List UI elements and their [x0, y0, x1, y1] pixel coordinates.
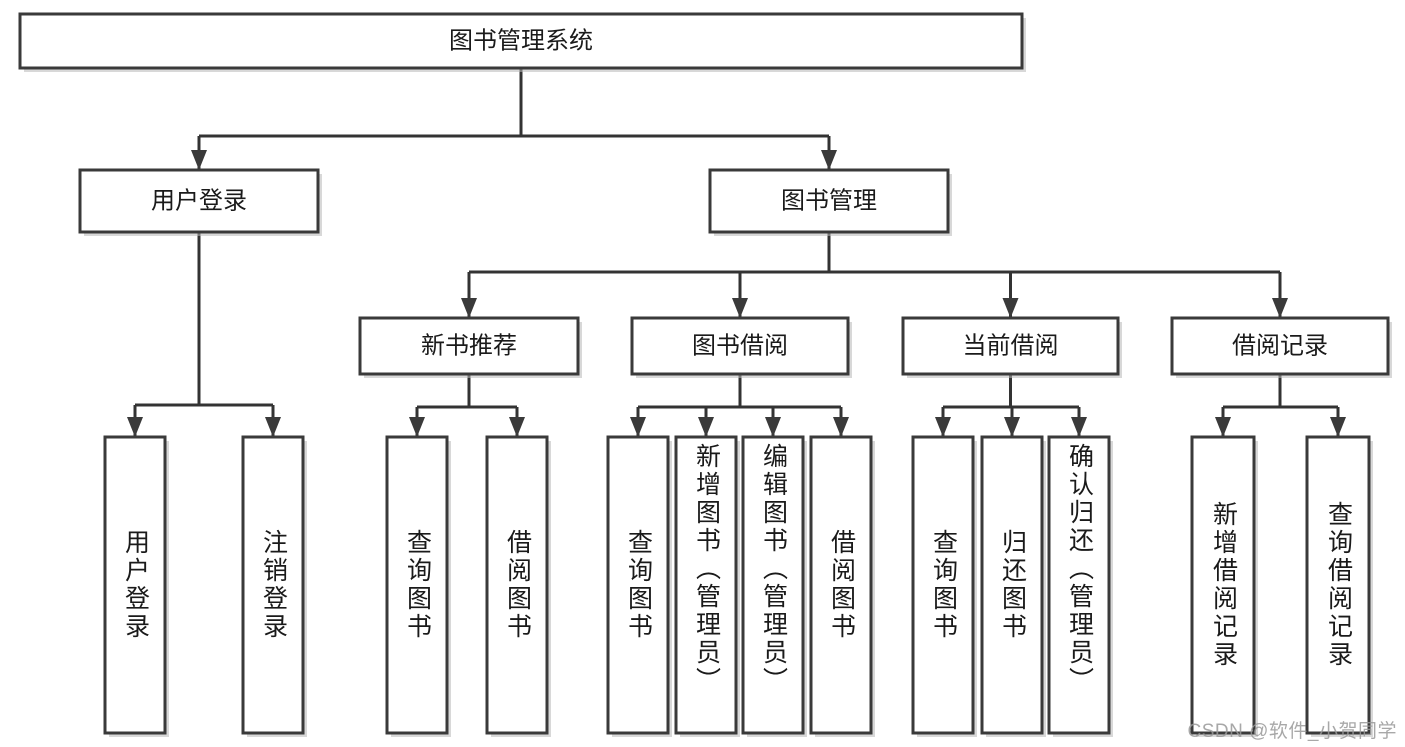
node-box-leaf-borrow-book-2[interactable] [809, 435, 873, 735]
arrow-head-icon [1004, 417, 1020, 437]
arrow-head-icon [698, 417, 714, 437]
node-box-leaf-query-book-3[interactable] [911, 435, 975, 735]
arrow-head-icon [1215, 417, 1231, 437]
node-box-leaf-user-login[interactable] [103, 435, 167, 735]
node-box-root[interactable] [18, 12, 1024, 70]
node-box-leaf-query-record[interactable] [1305, 435, 1371, 735]
node-box-leaf-user-logout[interactable] [241, 435, 305, 735]
node-label-new-book-rec: 新书推荐 [421, 332, 517, 359]
node-box-leaf-borrow-book-1[interactable] [485, 435, 549, 735]
node-box-leaf-return-book[interactable] [980, 435, 1044, 735]
node-label-book-borrow: 图书借阅 [692, 332, 788, 359]
arrow-head-icon [1071, 417, 1087, 437]
node-box-new-book-rec[interactable] [358, 316, 580, 376]
arrow-head-icon [409, 417, 425, 437]
node-label-borrow-record: 借阅记录 [1232, 332, 1328, 359]
node-box-leaf-confirm-return[interactable] [1047, 435, 1111, 735]
arrow-head-icon [1002, 298, 1019, 318]
arrow-head-icon [833, 417, 849, 437]
node-box-leaf-add-record[interactable] [1190, 435, 1256, 735]
node-box-borrow-record[interactable] [1170, 316, 1390, 376]
arrow-head-icon [1330, 417, 1346, 437]
arrow-head-icon [821, 150, 837, 170]
arrow-head-icon [732, 298, 748, 318]
node-box-current-borrow[interactable] [901, 316, 1120, 376]
node-label-book-manage: 图书管理 [781, 187, 877, 214]
arrow-head-icon [461, 298, 477, 318]
watermark-text: CSDN @软件_小贺同学 [1187, 721, 1397, 742]
node-label-root: 图书管理系统 [449, 27, 593, 54]
node-label-user-login: 用户登录 [151, 187, 247, 214]
connectors-layer [127, 68, 1346, 437]
arrow-head-icon [509, 417, 525, 437]
arrow-head-icon [127, 417, 143, 437]
arrow-head-icon [630, 417, 646, 437]
arrow-head-icon [765, 417, 781, 437]
node-box-book-borrow[interactable] [630, 316, 850, 376]
arrow-head-icon [1272, 298, 1288, 318]
arrow-head-icon [265, 417, 281, 437]
boxes-layer [18, 12, 1392, 737]
arrow-head-icon [191, 150, 207, 170]
node-box-leaf-query-book-2[interactable] [606, 435, 670, 735]
node-box-leaf-query-book-1[interactable] [385, 435, 449, 735]
node-box-leaf-add-book[interactable] [674, 435, 738, 735]
node-box-book-manage[interactable] [708, 168, 950, 234]
node-label-current-borrow: 当前借阅 [963, 332, 1059, 359]
arrow-head-icon [935, 417, 951, 437]
node-box-leaf-edit-book[interactable] [741, 435, 805, 735]
node-box-user-login[interactable] [78, 168, 320, 234]
